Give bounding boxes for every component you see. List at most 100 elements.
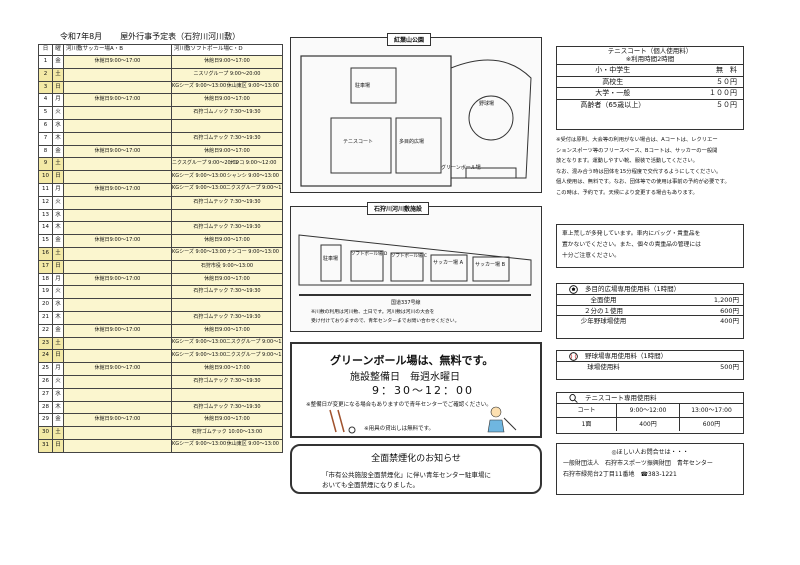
player-icon — [487, 406, 517, 433]
row-weekday: 金 — [52, 144, 64, 159]
row-weekday: 日 — [52, 170, 64, 184]
map2-label-soccer-a: サッカー場 A — [433, 260, 464, 266]
softball-event-text: KGシーズ 9:00～13:00 — [172, 441, 227, 448]
row-day: 27 — [38, 387, 53, 402]
row-soccer-event — [63, 400, 172, 415]
row-day: 13 — [38, 208, 53, 223]
square-fee-label: 全面使用 — [590, 296, 617, 304]
usage-notes: ※受付は原則、大会等の利用がない場合は、Aコートは、レクリエーションスポーツ等の… — [556, 135, 752, 198]
nosmoking-banner: 全面禁煙化のお知らせ 「市有公共施設全面禁煙化」に伴い青年センター駐車場に おい… — [290, 444, 542, 494]
softball-event-text: 休館日9:00～17:00 — [204, 416, 250, 423]
soccer-ball-icon — [569, 285, 578, 294]
row-soccer-event — [63, 387, 172, 402]
baseball-fee-title: 野球場専用使用料（1時間） — [585, 352, 668, 360]
col-week: 曜 — [52, 44, 64, 56]
softball-event-text-2: ナンコ 9:00～12:00 — [229, 159, 277, 166]
row-softball-event: 休館日9:00～17:00 — [171, 413, 283, 428]
softball-event-text: ニクスグループ 9:00～20:00 — [172, 159, 239, 166]
row-soccer-event — [63, 157, 172, 172]
row-day: 15 — [38, 234, 53, 248]
row-soccer-event: 休館日9:00～17:00 — [63, 144, 172, 159]
baseball-fee-head: 野球場専用使用料（1時間） — [557, 351, 743, 362]
row-day: 1 — [38, 55, 53, 69]
row-day: 10 — [38, 170, 53, 184]
square-fee-title: 多目的広場専用使用料（1時間） — [585, 285, 681, 293]
row-weekday: 土 — [52, 157, 64, 172]
row-soccer-event — [63, 438, 172, 453]
square-fee-value: 600円 — [720, 306, 739, 315]
row-softball-event: KGシーズ 9:00～13:00ニクスグループ 9:00～13:00 — [171, 349, 283, 364]
softball-event-text: 石狩市役 9:00～13:00 — [200, 262, 254, 269]
row-softball-event: ニスリグループ 9:00～20:00 — [171, 67, 283, 82]
soccer-event-text: 休館日9:00～17:00 — [94, 326, 141, 333]
tennis-fee-row: 高齢者（65歳以上）５０円 — [557, 100, 743, 112]
row-soccer-event — [63, 118, 172, 133]
row-day: 4 — [38, 93, 53, 108]
row-weekday: 土 — [52, 336, 64, 351]
riverside-map: 石狩川河川敷施設 駐車場 ソフトボール場 D ソフトボール場 C サッカー場 A… — [290, 202, 542, 332]
row-day: 8 — [38, 144, 53, 159]
row-day: 31 — [38, 438, 53, 453]
row-softball-event — [171, 298, 283, 312]
tennis-fee-rows: 小・中学生無 料高校生 ５０円大学・一般 １００円高齢者（65歳以上）５０円 — [557, 65, 743, 111]
nosmoking-line-1: 「市有公共施設全面禁煙化」に伴い青年センター駐車場に — [322, 471, 491, 479]
court-fee-grid: コート 9:00～12:00 13:00～17:00 1面 400円 600円 — [557, 404, 743, 431]
tennis-fee-label: 高校生 — [602, 77, 624, 86]
row-weekday: 水 — [52, 118, 64, 133]
tennis-racket-icon — [569, 394, 578, 403]
row-soccer-event: 休館日9:00～17:00 — [63, 93, 172, 108]
tennis-fee-row: 大学・一般 １００円 — [557, 88, 743, 100]
tennis-fee-label: 大学・一般 — [595, 89, 631, 98]
map2-label-soccer-b: サッカー場 B — [475, 262, 506, 268]
softball-event-text: 石狩ゴムテック 7:30～19:30 — [193, 198, 261, 205]
row-softball-event: 休館日9:00～17:00 — [171, 55, 283, 69]
map1-label-tennis: テニスコート — [343, 139, 374, 145]
tennis-fee-value: １００円 — [708, 89, 737, 98]
row-day: 2 — [38, 67, 53, 82]
schedule-title: 屋外行事予定表（石狩川河川敷） — [120, 32, 241, 41]
usage-note-line: ※受付は原則、大会等の利用がない場合は、Aコートは、レクリエー — [556, 137, 718, 143]
row-weekday: 水 — [52, 298, 64, 312]
court-afternoon-fee: 600円 — [702, 420, 721, 428]
softball-event-text-2: ニスクグループ 9:00～13:00 — [225, 338, 282, 345]
tennis-fee-value: ５０円 — [715, 77, 737, 86]
row-day: 11 — [38, 182, 53, 197]
park-map-drawing — [300, 55, 532, 187]
col-soccer: 河川敷サッカー場A・B — [63, 44, 172, 56]
softball-event-text: 石狩ゴムノック 7:30～19:30 — [193, 109, 261, 116]
map2-label-softball-c: ソフトボール場 C — [391, 254, 428, 259]
row-weekday: 土 — [52, 67, 64, 82]
row-softball-event: KGシーズ 9:00～13:00シャンシ 9:00～13:00 — [171, 170, 283, 184]
riverside-map-drawing — [298, 234, 532, 296]
row-day: 9 — [38, 157, 53, 172]
baseball-fee-value: 500円 — [720, 363, 739, 371]
soccer-event-text: 休館日9:00～17:00 — [94, 58, 141, 65]
golf-club-icon — [329, 409, 356, 434]
tennis-fee-row: 高校生 ５０円 — [557, 77, 743, 89]
square-fee-label: 少年野球場使用 — [580, 317, 627, 325]
theft-warning-line: 置かないでください。また、個々の貴重品の管理には — [562, 242, 701, 248]
greenball-time: 9：30～12：00 — [372, 384, 474, 397]
court-morning-fee: 400円 — [617, 417, 680, 431]
row-softball-event: 石狩ゴムテック 7:30～19:30 — [171, 195, 283, 210]
contact-info: ◎ほしい人お問合せは・・・ 一般財団法人 石狩市スポーツ振興財団 青年センター … — [556, 443, 744, 495]
tennis-fee-row: 小・中学生無 料 — [557, 65, 743, 77]
row-weekday: 月 — [52, 182, 64, 197]
row-softball-event: 休館日9:00～17:00 — [171, 362, 283, 376]
row-soccer-event: 休館日9:00～17:00 — [63, 323, 172, 338]
row-day: 7 — [38, 131, 53, 146]
schedule-head-row: 日 曜 河川敷サッカー場A・B 河川敷ソフトボール場C・D — [38, 44, 283, 56]
schedule-header: 令和7年8月屋外行事予定表（石狩川河川敷） — [38, 30, 282, 44]
